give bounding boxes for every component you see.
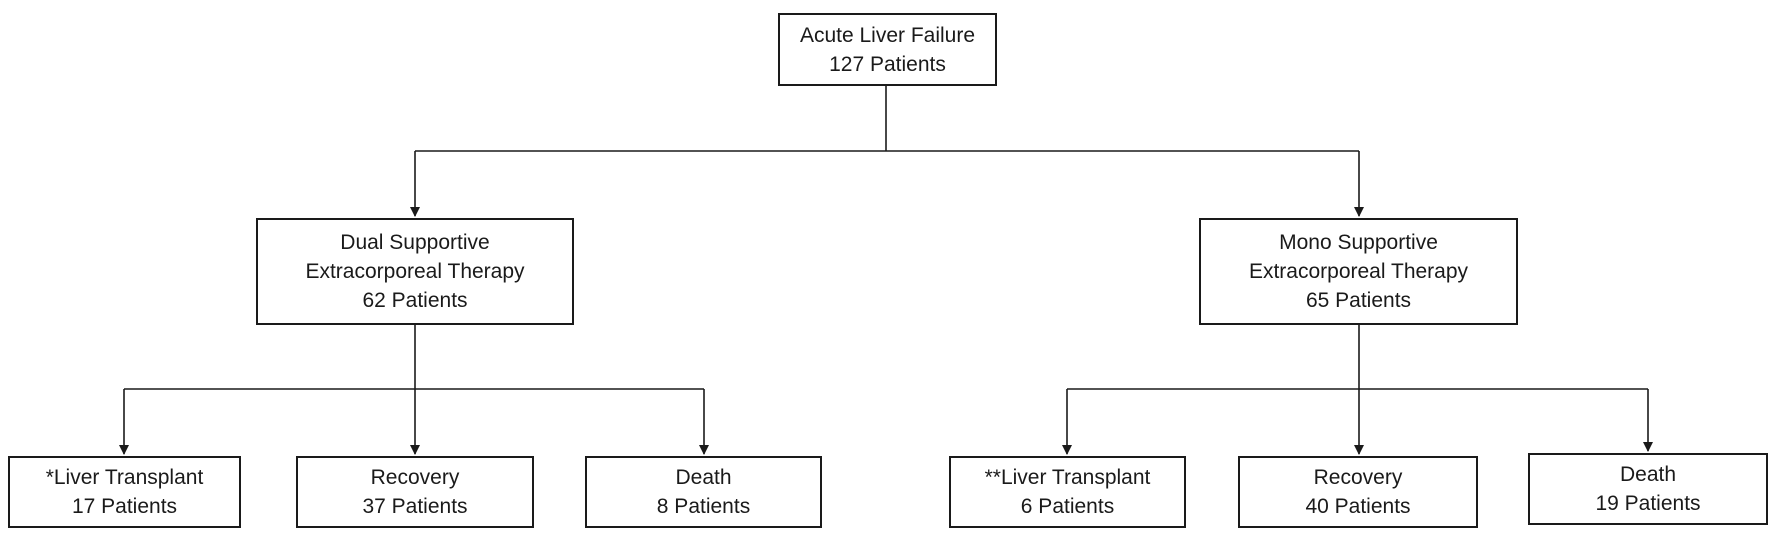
root-count: 127 Patients <box>829 52 946 76</box>
root-node: Acute Liver Failure 127 Patients <box>778 13 997 86</box>
dual-recovery-label: Recovery <box>370 466 460 489</box>
dual-therapy-node: Dual Supportive Extracorporeal Therapy 6… <box>256 218 574 325</box>
dual-recovery-count: 37 Patients <box>362 495 468 518</box>
dual-liver-transplant-label: *Liver Transplant <box>45 466 204 489</box>
mono-death-label: Death <box>1619 463 1677 486</box>
mono-therapy-line1: Mono Supportive <box>1279 231 1438 254</box>
dual-death-node: Death 8 Patients <box>585 456 822 528</box>
mono-recovery-node: Recovery 40 Patients <box>1238 456 1478 528</box>
mono-liver-transplant-label: **Liver Transplant <box>984 466 1151 489</box>
dual-liver-transplant-count: 17 Patients <box>71 495 178 518</box>
dual-therapy-line2: Extracorporeal Therapy <box>305 260 525 283</box>
dual-recovery-node: Recovery 37 Patients <box>296 456 534 528</box>
mono-recovery-label: Recovery <box>1313 466 1403 489</box>
dual-therapy-count: 62 Patients <box>362 289 468 312</box>
dual-therapy-line1: Dual Supportive <box>340 231 490 254</box>
mono-therapy-line2: Extracorporeal Therapy <box>1248 260 1469 283</box>
mono-liver-transplant-node: **Liver Transplant 6 Patients <box>949 456 1186 528</box>
mono-recovery-count: 40 Patients <box>1305 495 1411 518</box>
dual-liver-transplant-node: *Liver Transplant 17 Patients <box>8 456 241 528</box>
mono-death-count: 19 Patients <box>1595 492 1701 515</box>
mono-death-node: Death 19 Patients <box>1528 453 1768 525</box>
dual-death-count: 8 Patients <box>656 495 751 518</box>
root-title: Acute Liver Failure <box>799 23 976 47</box>
mono-therapy-node: Mono Supportive Extracorporeal Therapy 6… <box>1199 218 1518 325</box>
mono-liver-transplant-count: 6 Patients <box>1020 495 1115 518</box>
mono-therapy-count: 65 Patients <box>1305 289 1412 312</box>
dual-death-label: Death <box>675 466 732 489</box>
